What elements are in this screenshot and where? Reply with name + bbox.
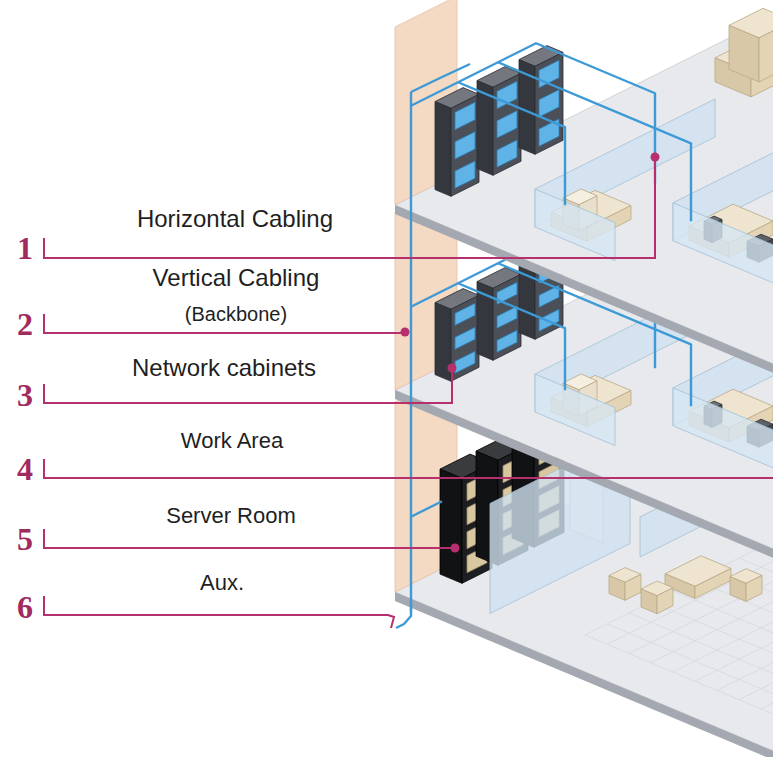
- network-cable: [411, 501, 442, 517]
- glass-partition: [673, 203, 773, 287]
- lobby-chair: [625, 574, 641, 600]
- leader-dot: [451, 544, 460, 553]
- floor-tile-line: [585, 635, 773, 757]
- patch-panel: [455, 161, 475, 188]
- leader-lines: [44, 153, 773, 629]
- floor-tile-line: [673, 591, 773, 757]
- lobby-chair: [609, 576, 625, 601]
- part-name: Vertical Cabling: [153, 264, 320, 293]
- lobby-chair: [657, 588, 673, 614]
- patch-panel: [455, 351, 475, 373]
- callout-number: 6: [17, 588, 33, 626]
- floor-tile-line: [607, 624, 773, 757]
- network-cable: [458, 283, 565, 390]
- backbone-cable: [410, 92, 412, 612]
- network-cable: [458, 82, 565, 205]
- part-name: Work Area: [181, 428, 283, 454]
- patch-panel: [497, 140, 517, 167]
- part-subtitle: (Backbone): [185, 302, 287, 326]
- equipment-crate: [759, 21, 773, 82]
- leader-line: [44, 529, 455, 548]
- leader-line: [44, 596, 394, 628]
- network-cabinet: [435, 102, 451, 197]
- patch-panel: [497, 306, 517, 328]
- backbone-cable: [411, 64, 470, 92]
- leader-dot: [448, 364, 457, 373]
- part-name: Network cabinets: [132, 354, 316, 383]
- patch-panel: [455, 132, 475, 159]
- leader-line: [44, 160, 655, 258]
- lobby-chair: [730, 577, 746, 602]
- part-name: Horizontal Cabling: [137, 205, 333, 234]
- patch-panel: [497, 330, 517, 352]
- glass-partition: [535, 374, 615, 446]
- leader-dot: [401, 328, 410, 337]
- glass-partition: [673, 388, 773, 472]
- equipment-crate: [729, 25, 759, 82]
- part-name: Aux.: [200, 570, 244, 596]
- floor-tile-line: [717, 569, 773, 741]
- lobby-chair: [641, 589, 657, 614]
- leader-line: [44, 459, 773, 478]
- floor-tile-line: [629, 613, 773, 757]
- patch-panel: [455, 303, 475, 325]
- backbone-cable: [396, 606, 411, 628]
- network-cabinet: [535, 52, 563, 154]
- floor-tile-line: [761, 547, 773, 719]
- patch-panel: [455, 327, 475, 349]
- callout-number: 3: [17, 376, 33, 414]
- network-cabinet: [493, 274, 521, 360]
- callout-number: 4: [17, 450, 33, 488]
- callout-number: 1: [17, 229, 33, 267]
- floor-tile-line: [695, 580, 773, 752]
- callout-number: 2: [17, 305, 33, 343]
- patch-panel: [539, 90, 559, 117]
- lobby-table: [695, 568, 731, 598]
- floor-edge: [395, 592, 773, 757]
- patch-panel: [497, 111, 517, 138]
- patch-panel: [455, 102, 475, 129]
- network-cabinet: [451, 94, 479, 196]
- glass-partition: [535, 189, 615, 261]
- callout-number: 5: [17, 520, 33, 558]
- leader-dot: [651, 153, 660, 162]
- network-cabinet: [493, 73, 521, 175]
- backbone-riser: [396, 64, 470, 628]
- network-cable: [498, 62, 691, 221]
- server-cabinet: [440, 469, 462, 583]
- lobby-chair: [746, 575, 762, 601]
- part-name: Server Room: [166, 503, 296, 529]
